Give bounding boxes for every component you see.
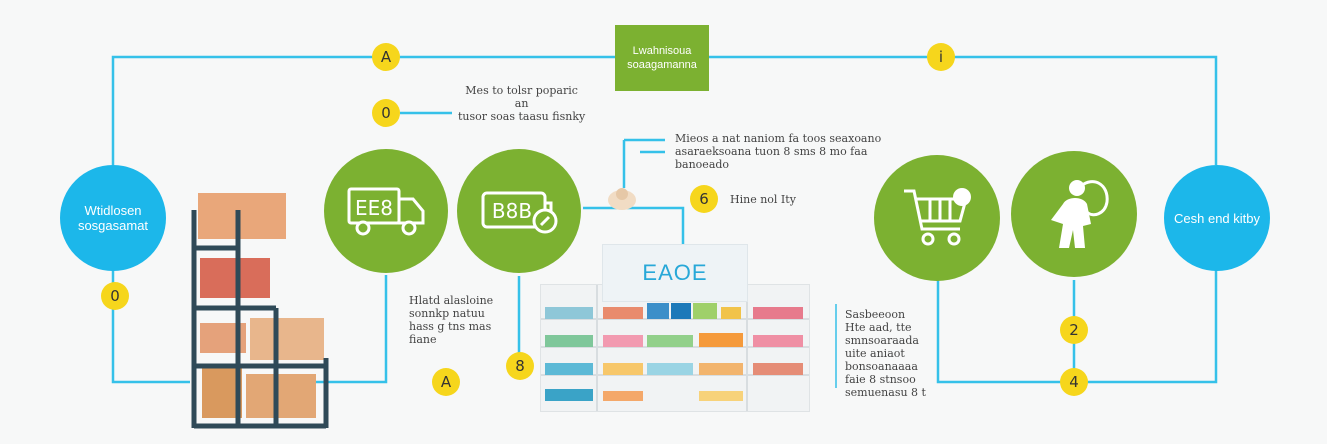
- warehouse-circle: Wtidlosen sosgasamat: [60, 165, 166, 271]
- connector-truck-down: [300, 275, 388, 384]
- badge-six: 6: [690, 185, 718, 213]
- cart-circle: [874, 155, 1000, 281]
- svg-text:EE8: EE8: [355, 196, 393, 220]
- person-icon: [1051, 180, 1109, 248]
- store-products: [541, 285, 809, 411]
- truck-circle: EE8: [324, 149, 448, 273]
- shopping-cart-icon: [904, 188, 971, 246]
- person-circle: [1011, 151, 1137, 277]
- badge-store-left: A: [432, 368, 460, 396]
- connector-top-left: [111, 55, 615, 165]
- truck-icon: EE8: [347, 187, 425, 236]
- badge-right-two: 2: [1060, 316, 1088, 344]
- connector-top-right: [709, 55, 1218, 165]
- battery-circle: B8B: [457, 149, 581, 273]
- six-note: Hine nol Ity: [730, 193, 796, 206]
- badge-top-right: i: [927, 43, 955, 71]
- svg-text:B8B: B8B: [492, 199, 532, 223]
- customer-circle: Cesh end kitby: [1164, 165, 1270, 271]
- badge-upper-left: 0: [372, 99, 400, 127]
- store-sign: EAOE: [602, 244, 748, 302]
- customer-label: Cesh end kitby: [1174, 210, 1260, 226]
- top-box: Lwahnisoua soaagamanna: [615, 25, 709, 91]
- left-note: Hlatd alasloine sonnkp natuu hass g tns …: [409, 294, 494, 346]
- badge-store-mid: 8: [506, 352, 534, 380]
- mid-note: Mieos a nat naniom fa toos seaxoano asar…: [675, 132, 882, 171]
- store-shelves: [540, 284, 810, 412]
- badge-top-left: A: [372, 43, 400, 71]
- person-figure: [608, 188, 636, 210]
- top-note: Mes to tolsr poparic an tusor soas taasu…: [458, 84, 586, 123]
- warehouse-shelf-illustration: [191, 193, 329, 429]
- store-illustration: EAOE: [540, 244, 810, 412]
- badge-left: 0: [101, 282, 129, 310]
- right-note: Sasbeeoon Hte aad, tte smnsoaraada uite …: [845, 308, 926, 399]
- warehouse-label: Wtidlosen sosgasamat: [77, 203, 149, 233]
- battery-icon: B8B: [481, 191, 558, 234]
- badge-right-four: 4: [1060, 368, 1088, 396]
